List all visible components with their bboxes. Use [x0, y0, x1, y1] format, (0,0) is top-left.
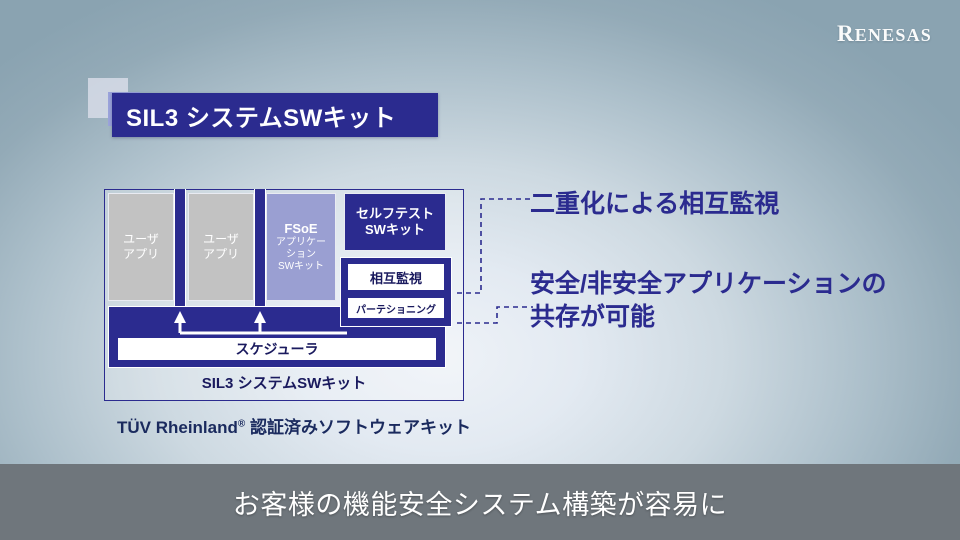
partition-separator-1 — [174, 189, 186, 313]
dashed-connector-lines — [457, 198, 533, 324]
logo-wordmark: ENESAS — [854, 25, 932, 45]
block-partitioning: パーテショニング — [347, 297, 445, 319]
diagram-kit-label: SIL3 システムSWキット — [201, 375, 367, 392]
mutual-monitoring-label: 相互監視 — [369, 270, 422, 286]
block-user-app-2-line2: アプリ — [202, 247, 239, 261]
annotation-mutual-monitoring: 二重化による相互監視 — [530, 188, 779, 221]
block-user-app-1: ユーザ アプリ — [108, 193, 174, 301]
block-selftest-sw-kit: セルフテスト SWキット — [344, 193, 446, 251]
partitioning-label: パーテショニング — [356, 304, 436, 316]
annotation-coexistence: 安全/非安全アプリケーションの 共存が可能 — [530, 268, 950, 333]
selftest-line1: セルフテスト — [355, 205, 434, 221]
block-scheduler: スケジューラ — [117, 337, 437, 361]
page-title: SIL3 システムSWキット — [126, 104, 397, 132]
block-mutual-monitoring: 相互監視 — [347, 263, 445, 291]
registered-mark-icon: ® — [237, 418, 246, 430]
block-user-app-1-line1: ユーザ — [123, 232, 159, 246]
block-user-app-2-line1: ユーザ — [203, 232, 239, 246]
annotation-2-line2: 共存が可能 — [530, 302, 656, 331]
fsoe-line3: SWキット — [277, 261, 325, 273]
architecture-diagram: ユーザ アプリ ユーザ アプリ FSoE アプリケー ション SWキット セルフ… — [104, 189, 464, 401]
annotation-2-line1: 安全/非安全アプリケーションの — [530, 270, 887, 298]
subtitle-text: お客様の機能安全システム構築が容易に — [232, 489, 728, 520]
tuv-prefix: TÜV Rheinland — [116, 418, 238, 437]
selftest-line2: SWキット — [365, 222, 425, 237]
title-banner: SIL3 システムSWキット — [112, 93, 438, 137]
subtitle-bar: お客様の機能安全システム構築が容易に — [0, 464, 960, 540]
fsoe-line2: ション — [286, 249, 316, 261]
tuv-suffix: 認証済みソフトウェアキット — [245, 418, 471, 437]
scheduler-label: スケジューラ — [235, 341, 319, 357]
renesas-logo: RENESAS — [837, 22, 932, 45]
tuv-certification-caption: TÜV Rheinland® 認証済みソフトウェアキット — [104, 413, 484, 438]
partition-separator-2 — [254, 189, 266, 313]
annotation-1-text: 二重化による相互監視 — [530, 190, 780, 218]
logo-initial: R — [836, 21, 855, 46]
block-user-app-2: ユーザ アプリ — [188, 193, 254, 301]
block-fsoe-application-sw-kit: FSoE アプリケー ション SWキット — [266, 193, 336, 301]
fsoe-title: FSoE — [284, 220, 318, 236]
fsoe-line1: アプリケー — [276, 237, 326, 249]
block-user-app-1-line2: アプリ — [122, 247, 159, 261]
